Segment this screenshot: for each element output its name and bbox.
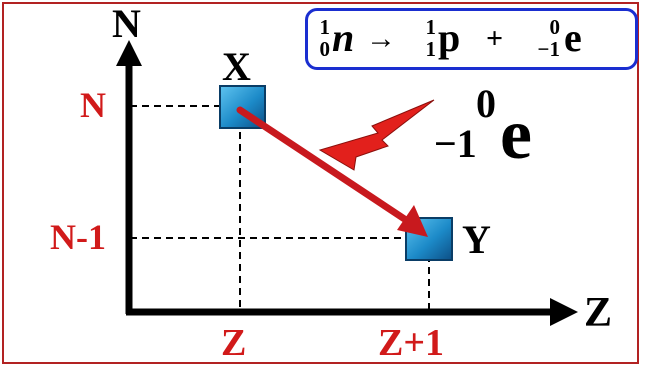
proton-atomic-number: 1 — [425, 37, 437, 61]
proton-mass-number: 1 — [425, 15, 437, 39]
neutron-symbol: n — [332, 15, 355, 60]
proton-symbol: p — [438, 15, 461, 60]
neutron-atomic-number: 0 — [319, 37, 331, 61]
equation-plus: + — [486, 22, 504, 55]
y-tick-n-minus-1: N-1 — [50, 217, 106, 257]
x-tick-z-plus-1: Z+1 — [378, 322, 444, 364]
x-tick-z: Z — [221, 322, 247, 364]
electron-atomic-number: −1 — [537, 37, 560, 61]
daughter-nuclide-label: Y — [462, 217, 491, 262]
emitted-electron-atomic-number: −1 — [434, 121, 477, 166]
y-tick-n: N — [80, 85, 106, 125]
parent-nuclide-label: X — [222, 44, 251, 89]
x-axis-label: Z — [584, 290, 613, 336]
emitted-electron-label: 0 −1 e — [434, 84, 564, 174]
y-axis-arrowhead — [116, 40, 142, 66]
y-axis-label: N — [112, 1, 141, 46]
electron-mass-number: 0 — [549, 15, 561, 39]
emitted-electron-symbol: e — [500, 94, 532, 174]
outer-frame — [2, 2, 639, 364]
lightning-bolt-icon — [318, 99, 435, 171]
electron-symbol: e — [564, 15, 582, 60]
decay-arrowhead — [397, 205, 428, 237]
x-axis-arrowhead — [550, 298, 578, 326]
equation-arrow: → — [366, 22, 396, 55]
emitted-electron-mass-number: 0 — [476, 81, 496, 126]
decay-equation-box: 1 0 n → 1 1 p + 0 −1 e — [305, 8, 638, 70]
neutron-mass-number: 1 — [319, 15, 331, 39]
decay-arrow — [236, 106, 413, 226]
